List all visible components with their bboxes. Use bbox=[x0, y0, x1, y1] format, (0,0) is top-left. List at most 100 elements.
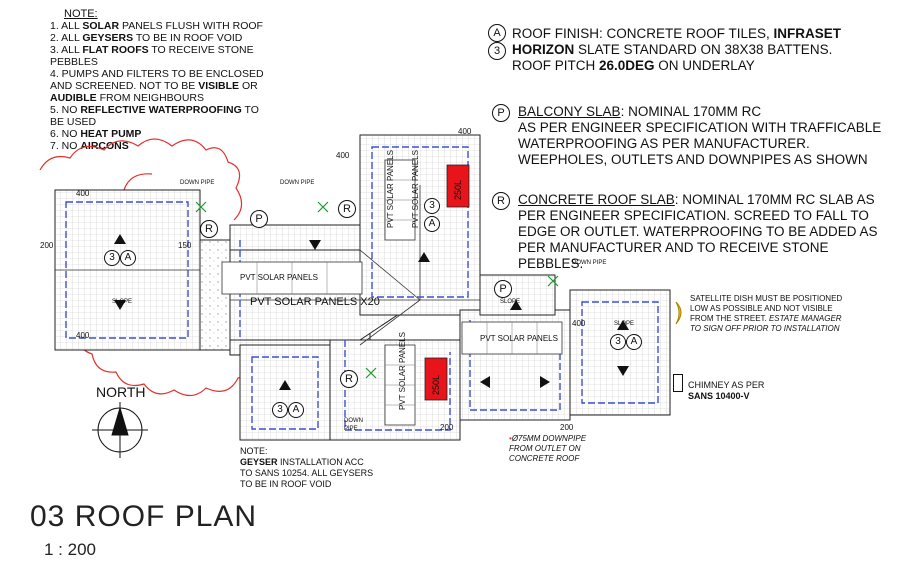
slope-arrows bbox=[114, 234, 629, 390]
note-text-post: FROM NEIGHBOURS bbox=[96, 92, 205, 104]
note-item: 3. ALL FLAT ROOFS TO RECEIVE STONE bbox=[50, 44, 290, 56]
note-item: 2. ALL GEYSERS TO BE IN ROOF VOID bbox=[50, 32, 290, 44]
roof-code-3-centre: 3 bbox=[424, 198, 440, 214]
note-text-post: PANELS FLUSH WITH ROOF bbox=[119, 20, 263, 32]
north-arrow bbox=[92, 402, 148, 458]
concrete-line2: PER ENGINEER SPECIFICATION. SCREED TO FA… bbox=[518, 208, 869, 223]
chim-line1: CHIMNEY AS PER bbox=[688, 380, 765, 390]
finish-line2-bold: HORIZON bbox=[512, 42, 575, 57]
dp-line1: Ø75mm DOWNPIPE bbox=[511, 434, 587, 443]
note-item: 5. NO REFLECTIVE WATERPROOFING TO bbox=[50, 104, 290, 116]
sat-line3-italic: ESTATE MANAGER bbox=[768, 314, 842, 323]
roof-code-a-east: A bbox=[626, 334, 642, 350]
roof-code-a-west: A bbox=[120, 250, 136, 266]
roof-finish-marker-a: A bbox=[488, 24, 506, 42]
note-text: BE USED bbox=[50, 116, 97, 128]
gn-line3: TO SANS 10254. ALL GEYSERS bbox=[240, 468, 374, 478]
label-geyser-upper: 250L bbox=[453, 179, 463, 200]
downpipe-note: •Ø75mm DOWNPIPE FROM OUTLET ON CONCRETE … bbox=[509, 434, 619, 464]
note-bold: HEAT PUMP bbox=[80, 128, 142, 140]
label-pvt-vertical-2: PVT SOLAR PANELS bbox=[398, 332, 407, 410]
concrete-marker-r: R bbox=[492, 192, 510, 210]
balcony-marker-p: P bbox=[492, 104, 510, 122]
note-text: 2. ALL bbox=[50, 32, 83, 44]
finish-line3-post: ON UNDERLAY bbox=[654, 58, 755, 73]
label-pvt-west: PVT SOLAR PANELS bbox=[240, 273, 318, 282]
label-slope-3: SLOPE bbox=[614, 321, 635, 327]
label-downpipe-1: DOWN PIPE bbox=[180, 180, 215, 186]
balcony-slab-spec: BALCONY SLAB: NOMINAL 170mm RC AS PER EN… bbox=[518, 104, 888, 168]
note-item: AND SCREENED. NOT TO BE VISIBLE OR bbox=[50, 80, 290, 92]
plan-marker-r-3: R bbox=[340, 370, 358, 388]
label-pvt-vertical-3: PVT SOLAR PANELS bbox=[411, 150, 420, 228]
balcony-line1: : NOMINAL 170mm RC bbox=[620, 104, 762, 119]
label-pipe: PIPE bbox=[344, 426, 358, 432]
general-notes: NOTE: 1. ALL SOLAR PANELS FLUSH WITH ROO… bbox=[50, 8, 290, 152]
note-item: PEBBLES bbox=[50, 56, 290, 68]
note-text: 6. NO bbox=[50, 128, 81, 140]
note-text: 1. ALL bbox=[50, 20, 83, 32]
note-text: 5. NO bbox=[50, 104, 81, 116]
finish-line3: ROOF PITCH bbox=[512, 58, 599, 73]
note-text: 4. PUMPS AND FILTERS TO BE ENCLOSED bbox=[50, 68, 264, 80]
satellite-note: SATELLITE DISH MUST BE POSITIONED LOW AS… bbox=[690, 294, 890, 334]
plan-marker-r-2: R bbox=[338, 200, 356, 218]
note-bold: GEYSERS bbox=[82, 32, 134, 44]
roof-code-3-south: 3 bbox=[272, 402, 288, 418]
label-downpipe-2: DOWN PIPE bbox=[280, 180, 315, 186]
balcony-title: BALCONY SLAB bbox=[518, 104, 621, 119]
roof-code-a-south: A bbox=[288, 402, 304, 418]
finish-line3-bold: 26.0DEG bbox=[599, 58, 655, 73]
finish-line1-bold: INFRASET bbox=[773, 26, 842, 41]
north-label: NORTH bbox=[96, 384, 146, 400]
gn-line2-bold: GEYSER bbox=[240, 457, 278, 467]
gn-line1: NOTE: bbox=[240, 446, 268, 456]
note-item: AUDIBLE FROM NEIGHBOURS bbox=[50, 92, 290, 104]
concrete-line1: : NOMINAL 170mm RC SLAB AS bbox=[674, 192, 875, 207]
label-pvt-x20: PVT SOLAR PANELS X20 bbox=[250, 296, 380, 308]
roof-code-a-centre: A bbox=[424, 216, 440, 232]
note-item: 7. NO AIRCONS bbox=[50, 140, 290, 152]
dim-400-a: 400 bbox=[76, 189, 90, 198]
note-item: 4. PUMPS AND FILTERS TO BE ENCLOSED bbox=[50, 68, 290, 80]
finish-line2: SLATE STANDARD ON 38x38 BATTENS. bbox=[574, 42, 833, 57]
note-text: 7. NO bbox=[50, 140, 81, 152]
gn-line2: INSTALLATION ACC bbox=[277, 457, 364, 467]
downpipe-markers bbox=[195, 201, 559, 379]
label-downpipe-3: DOWN PIPE bbox=[572, 260, 607, 266]
note-bold: FLAT ROOFS bbox=[82, 44, 149, 56]
label-slope-2: SLOPE bbox=[500, 299, 521, 305]
concrete-title: CONCRETE ROOF SLAB bbox=[518, 192, 675, 207]
note-bold: AIRCONS bbox=[80, 140, 129, 152]
notes-heading: NOTE: bbox=[64, 8, 98, 20]
note-bold: SOLAR bbox=[82, 20, 120, 32]
finish-line1: ROOF FINISH: CONCRETE ROOF TILES, bbox=[512, 26, 774, 41]
roof-code-3-east: 3 bbox=[610, 334, 626, 350]
balcony-line2: AS PER ENGINEER SPECIFICATION WITH TRAFF… bbox=[518, 120, 882, 135]
label-slope-1: SLOPE bbox=[112, 299, 133, 305]
roof-finish-spec: ROOF FINISH: CONCRETE ROOF TILES, INFRAS… bbox=[512, 26, 900, 74]
dim-400-c: 400 bbox=[336, 151, 350, 160]
concrete-slab-spec: CONCRETE ROOF SLAB: NOMINAL 170mm RC SLA… bbox=[518, 192, 888, 272]
dp-line2: FROM OUTLET ON bbox=[509, 444, 581, 453]
dim-150: 150 bbox=[178, 241, 192, 250]
note-text-post: OR bbox=[239, 80, 258, 92]
dim-200-a: 200 bbox=[40, 241, 54, 250]
geyser-note: NOTE: GEYSER INSTALLATION ACC TO SANS 10… bbox=[240, 446, 400, 490]
gn-line4: TO BE IN ROOF VOID bbox=[240, 479, 332, 489]
note-item: BE USED bbox=[50, 116, 290, 128]
roof-code-3-west: 3 bbox=[104, 250, 120, 266]
concrete-line4: PER MANUFACTURER AND TO RECEIVE STONE PE… bbox=[518, 240, 829, 271]
chimney-note: CHIMNEY AS PER SANS 10400-V bbox=[688, 380, 828, 402]
drawing-title: 03 ROOF PLAN bbox=[30, 500, 258, 533]
note-text: PEBBLES bbox=[50, 56, 98, 68]
sat-line1: SATELLITE DISH MUST BE POSITIONED bbox=[690, 294, 843, 303]
sat-line3: FROM THE STREET. bbox=[690, 314, 769, 323]
label-down: DOWN bbox=[344, 418, 363, 424]
label-pvt-vertical-1: PVT SOLAR PANELS bbox=[386, 150, 395, 228]
chimney-symbol bbox=[673, 374, 683, 392]
label-geyser-lower: 250L bbox=[431, 374, 441, 395]
dim-400-e: 400 bbox=[572, 319, 586, 328]
concrete-line3: EDGE OR OUTLET. WATERPROOFING TO BE ADDE… bbox=[518, 224, 878, 239]
